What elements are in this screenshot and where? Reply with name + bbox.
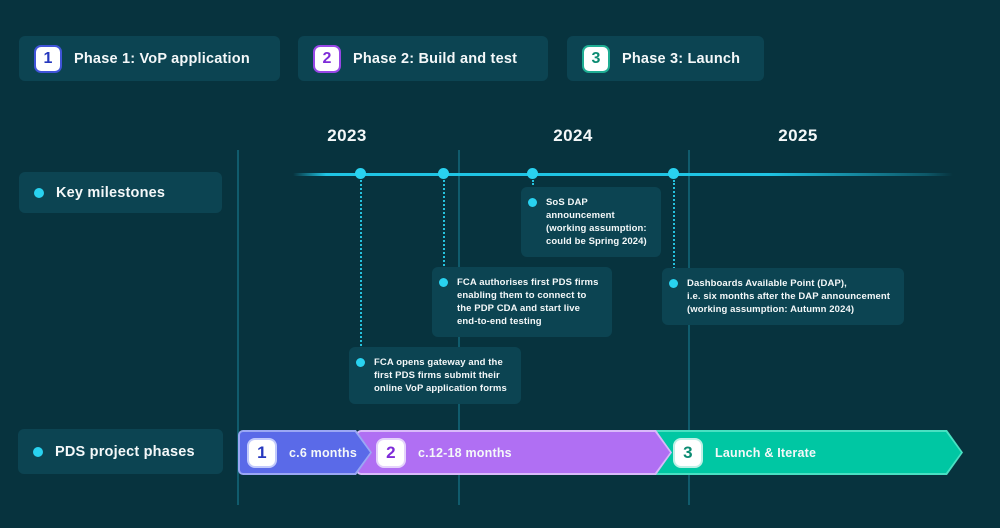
milestone-note-fca-opens: FCA opens gateway and the first PDS firm… [349, 347, 521, 404]
year-label-2025: 2025 [778, 126, 818, 145]
milestone-text: Dashboards Available Point (DAP), i.e. s… [687, 278, 891, 315]
phase-3-bar: 3 Launch & Iterate [645, 430, 963, 475]
phase-1-badge-number: 1 [43, 49, 53, 67]
pds-project-phases-row-label: PDS project phases [18, 429, 223, 474]
milestone-text: FCA authorises first PDS firms enabling … [457, 277, 599, 327]
year-label-2023: 2023 [327, 126, 367, 145]
legend-label-phase-3: Phase 3: Launch [622, 50, 741, 67]
timeline-line [293, 173, 953, 176]
phase-3-bar-label: Launch & Iterate [715, 445, 817, 460]
bullet-dot-icon [33, 446, 43, 457]
legend-item-phase-2: 2 Phase 2: Build and test [298, 36, 548, 81]
milestone-note-dap: Dashboards Available Point (DAP), i.e. s… [662, 268, 905, 325]
milestone-connector-line [360, 180, 362, 350]
phase-1-bar-label: c.6 months [289, 445, 357, 460]
phase-2-bar-number: 2 [386, 442, 396, 462]
legend-item-phase-3: 3 Phase 3: Launch [567, 36, 765, 81]
year-divider-line [237, 150, 239, 505]
milestone-note-fca-authorises: FCA authorises first PDS firms enabling … [432, 267, 613, 337]
milestone-connector-line [673, 180, 675, 272]
timeline-dot [355, 168, 366, 179]
legend-label-phase-1: Phase 1: VoP application [74, 50, 250, 67]
phase-3-bar-badge: 3 [673, 438, 703, 468]
phase-3-bar-content: 3 Launch & Iterate [645, 430, 963, 475]
phase-1-bar-content: 1 c.6 months [238, 430, 372, 475]
phase-3-badge: 3 [582, 44, 610, 73]
phase-1-bar-number: 1 [257, 442, 267, 462]
milestone-dot-icon [356, 358, 365, 367]
phase-1-bar-badge: 1 [247, 438, 277, 468]
timeline-dot [438, 168, 449, 179]
phase-3-badge-number: 3 [591, 49, 601, 67]
pds-project-phases-label: PDS project phases [55, 443, 195, 460]
year-divider-line [688, 150, 690, 505]
key-milestones-row-label: Key milestones [19, 172, 222, 213]
milestone-text: SoS DAP announcement (working assumption… [546, 197, 647, 247]
bullet-dot-icon [34, 187, 44, 198]
phase-2-badge: 2 [313, 44, 341, 73]
milestone-dot-icon [439, 278, 448, 287]
phase-2-bar-badge: 2 [376, 438, 406, 468]
milestone-note-sos-dap: SoS DAP announcement (working assumption… [521, 187, 661, 257]
phase-3-bar-number: 3 [683, 442, 693, 462]
phase-2-badge-number: 2 [322, 49, 332, 67]
milestone-connector-line [532, 180, 534, 193]
year-label-2024: 2024 [553, 126, 593, 145]
milestone-connector-line [443, 180, 445, 270]
phase-2-bar-label: c.12-18 months [418, 445, 512, 460]
milestone-dot-icon [669, 279, 678, 288]
phase-1-bar: 1 c.6 months [238, 430, 372, 475]
timeline-dot [668, 168, 679, 179]
legend-item-phase-1: 1 Phase 1: VoP application [19, 36, 280, 81]
phase-2-bar-fill [358, 432, 670, 473]
phase-2-bar-content: 2 c.12-18 months [356, 430, 672, 475]
milestone-dot-icon [528, 198, 537, 207]
milestone-text: FCA opens gateway and the first PDS firm… [374, 357, 507, 394]
timeline-dot [527, 168, 538, 179]
key-milestones-label: Key milestones [56, 184, 166, 201]
legend-label-phase-2: Phase 2: Build and test [353, 50, 518, 67]
phase-2-bar: 2 c.12-18 months [356, 430, 672, 475]
phase-1-badge: 1 [34, 44, 62, 73]
